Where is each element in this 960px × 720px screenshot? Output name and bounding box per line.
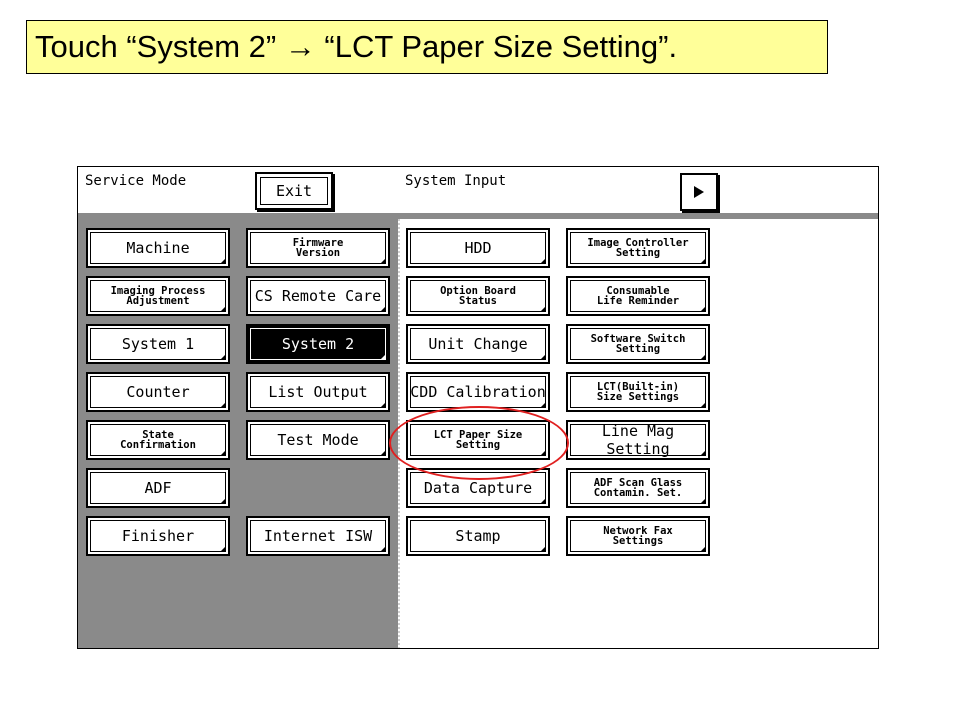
line-mag-setting-button[interactable]: Line Mag Setting: [566, 420, 710, 460]
header-separator: [78, 213, 878, 219]
lct-built-in-size-settings-button[interactable]: LCT(Built-in) Size Settings: [566, 372, 710, 412]
cdd-calibration-button[interactable]: CDD Calibration: [406, 372, 550, 412]
data-capture-button[interactable]: Data Capture: [406, 468, 550, 508]
counter-button[interactable]: Counter: [86, 372, 230, 412]
hdd-button[interactable]: HDD: [406, 228, 550, 268]
stamp-button[interactable]: Stamp: [406, 516, 550, 556]
adf-button[interactable]: ADF: [86, 468, 230, 508]
software-switch-setting-button[interactable]: Software Switch Setting: [566, 324, 710, 364]
next-page-button[interactable]: [680, 173, 718, 211]
image-controller-setting-button[interactable]: Image Controller Setting: [566, 228, 710, 268]
consumable-life-reminder-button[interactable]: Consumable Life Reminder: [566, 276, 710, 316]
system-2-button[interactable]: System 2: [246, 324, 390, 364]
lct-paper-size-setting-button[interactable]: LCT Paper Size Setting: [406, 420, 550, 460]
unit-change-button[interactable]: Unit Change: [406, 324, 550, 364]
option-board-status-button[interactable]: Option Board Status: [406, 276, 550, 316]
firmware-version-button[interactable]: Firmware Version: [246, 228, 390, 268]
machine-button[interactable]: Machine: [86, 228, 230, 268]
service-mode-title: Service Mode: [85, 173, 187, 189]
network-fax-settings-button[interactable]: Network Fax Settings: [566, 516, 710, 556]
imaging-process-adjustment-button[interactable]: Imaging Process Adjustment: [86, 276, 230, 316]
exit-button[interactable]: Exit: [255, 172, 333, 210]
system-input-title: System Input: [405, 173, 507, 189]
test-mode-button[interactable]: Test Mode: [246, 420, 390, 460]
internet-isw-button[interactable]: Internet ISW: [246, 516, 390, 556]
system-1-button[interactable]: System 1: [86, 324, 230, 364]
right-triangle-icon: [694, 186, 704, 198]
list-output-button[interactable]: List Output: [246, 372, 390, 412]
adf-scan-glass-contamin-set-button[interactable]: ADF Scan Glass Contamin. Set.: [566, 468, 710, 508]
instruction-banner: Touch “System 2” → “LCT Paper Size Setti…: [26, 20, 828, 74]
finisher-button[interactable]: Finisher: [86, 516, 230, 556]
cs-remote-care-button[interactable]: CS Remote Care: [246, 276, 390, 316]
state-confirmation-button[interactable]: State Confirmation: [86, 420, 230, 460]
